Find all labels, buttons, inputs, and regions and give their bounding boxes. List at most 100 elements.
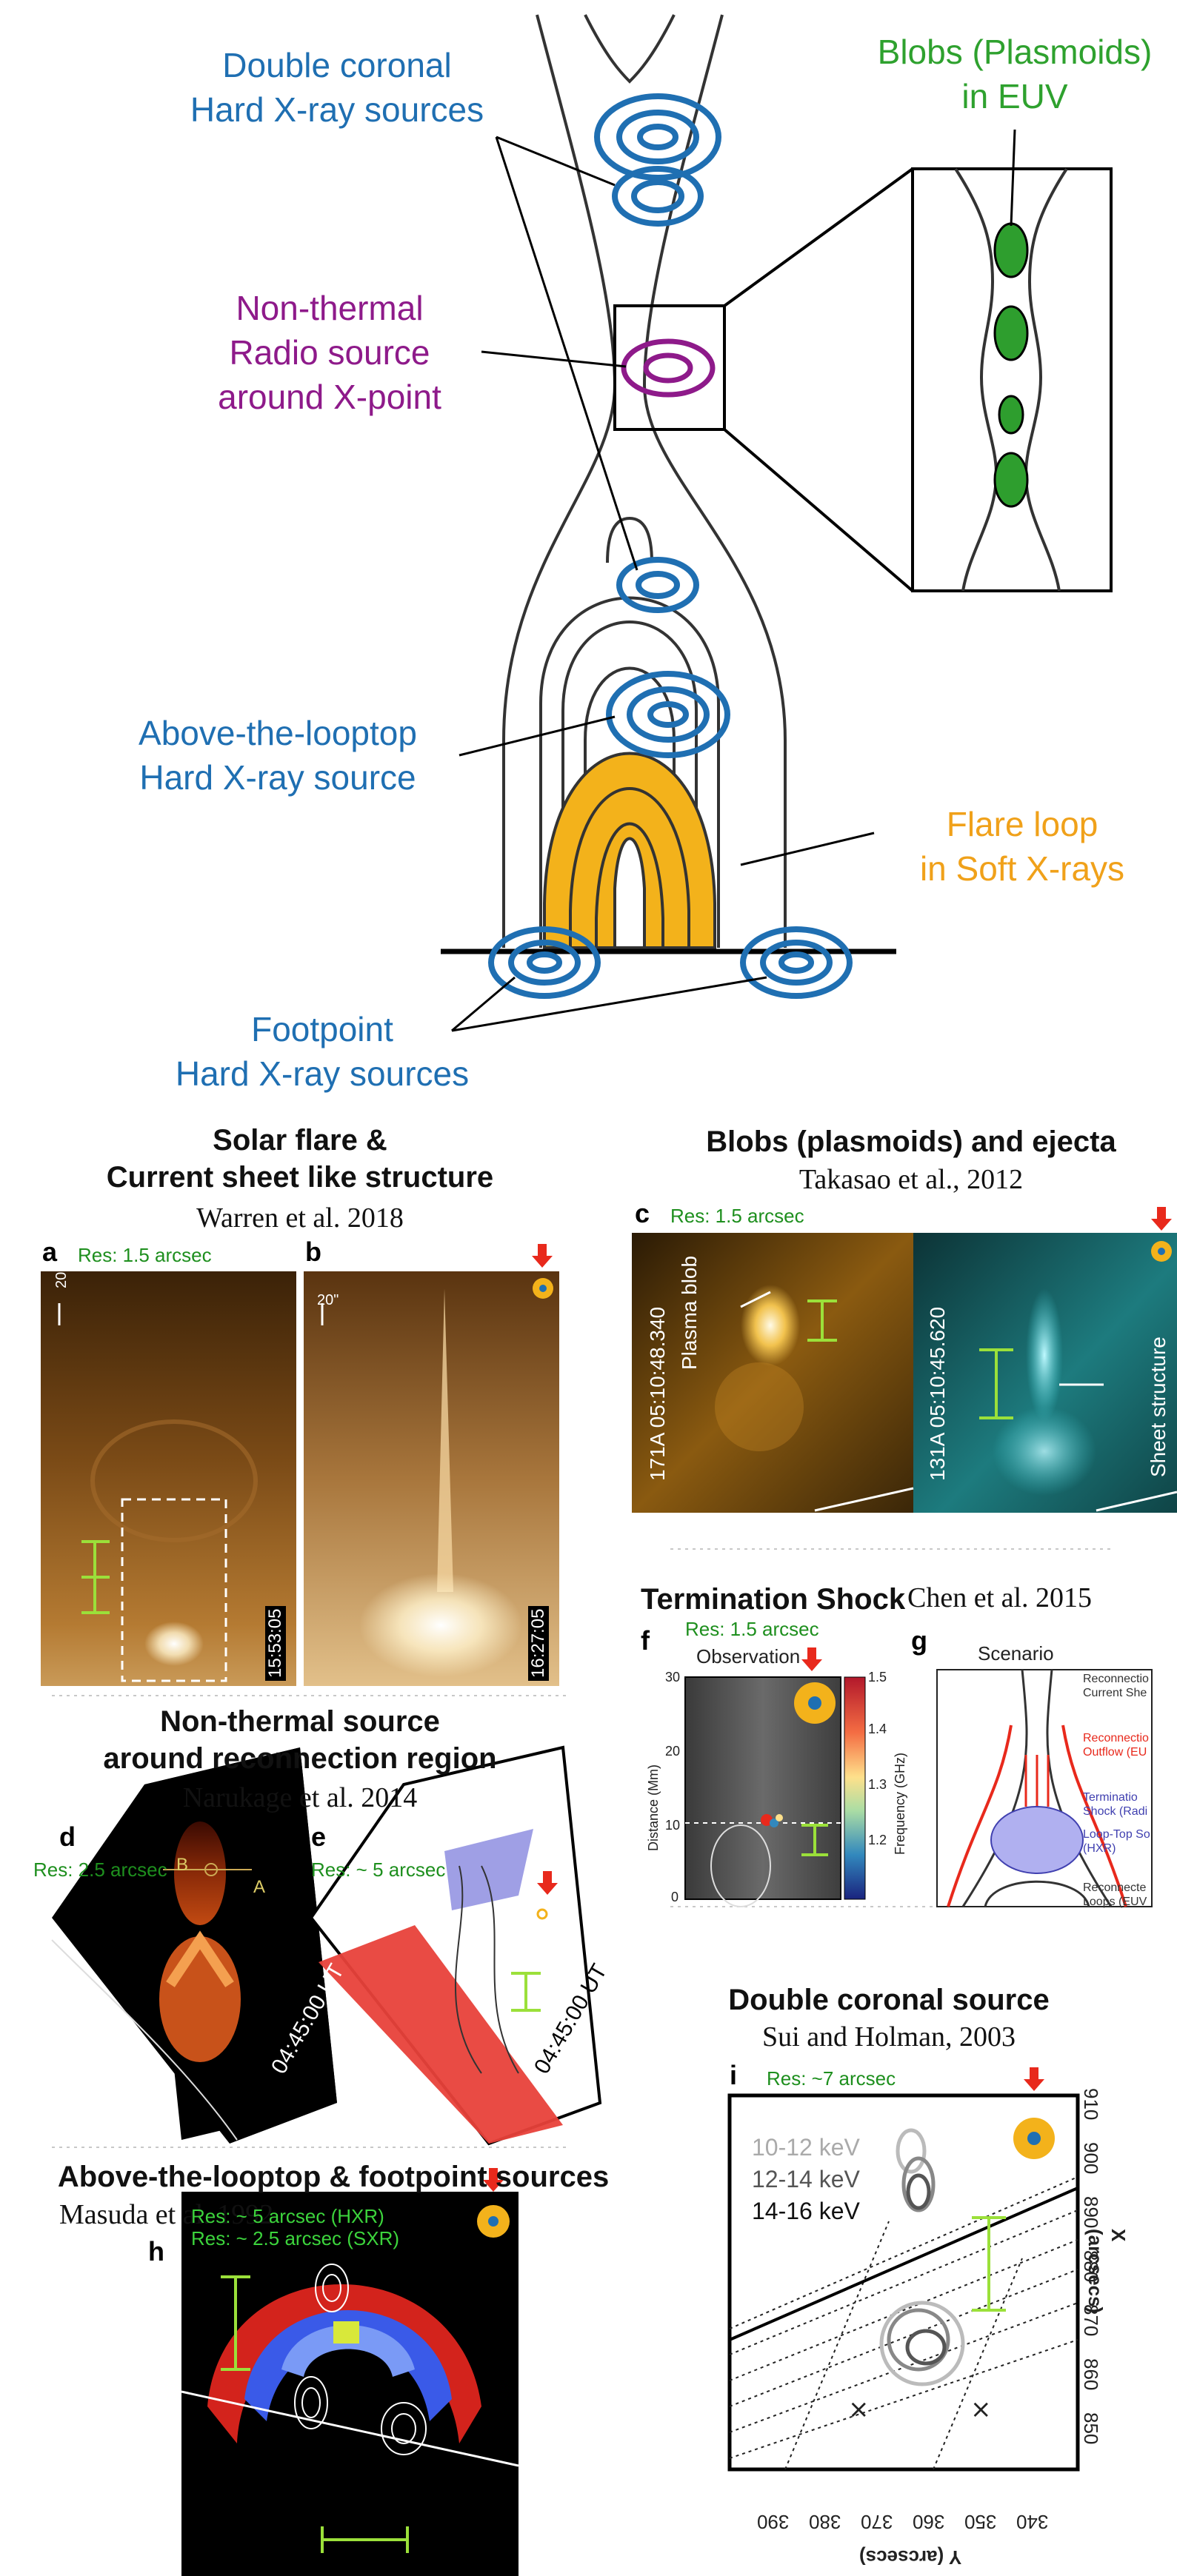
- warren-citation: Warren et al. 2018: [196, 1202, 404, 1234]
- narukage-resolution-e: Res: ~ 5 arcsec: [311, 1859, 446, 1881]
- takasao-title: Blobs (plasmoids) and ejecta: [706, 1125, 1116, 1158]
- radio-source: [621, 338, 716, 398]
- chen-scen-title: Scenario: [978, 1642, 1054, 1665]
- masuda-resolution-hxr: Res: ~ 5 arcsec (HXR): [191, 2205, 384, 2227]
- sui-xtick-2: 890: [1080, 2196, 1102, 2229]
- chen-ylabel: Distance (Mm): [646, 1764, 661, 1851]
- panel-label-b: b: [305, 1237, 321, 1267]
- narukage-mark-b: B: [176, 1855, 189, 1875]
- blob-1: [993, 222, 1029, 278]
- bar-chen: [801, 1824, 828, 1856]
- sun-icon: [794, 1682, 836, 1724]
- chen-ytick-3: 0: [671, 1890, 679, 1904]
- sun-icon: [533, 1278, 553, 1299]
- chen-ytick-2: 10: [665, 1818, 681, 1833]
- sun-icon: [1013, 2118, 1055, 2159]
- warren-panel-b: [304, 1271, 559, 1686]
- red-arrow-icon: [1024, 2067, 1044, 2091]
- chen-obs-title: Observation: [696, 1645, 801, 1667]
- sui-xtick-0: 910: [1080, 2088, 1102, 2121]
- warren-scale-a: 20": [53, 1266, 70, 1288]
- panel-label-d: d: [59, 1821, 76, 1852]
- resolution-bars: [81, 1299, 1013, 2553]
- sui-xtick-5: 860: [1080, 2358, 1102, 2391]
- svg-text:×: ×: [970, 2395, 992, 2424]
- sui-panel: × ×: [727, 2093, 1080, 2472]
- bar-narukage: [511, 1972, 541, 2012]
- sui-ytick-5: 340: [1016, 2511, 1049, 2533]
- blob-3: [998, 395, 1024, 435]
- leader-lines: [451, 129, 1016, 1032]
- takasao-right-note: Sheet structure: [1147, 1336, 1170, 1477]
- panel-label-i: i: [730, 2060, 738, 2090]
- chen-cbar-label: Frequency (GHz): [893, 1752, 907, 1855]
- red-arrow-icon: [1151, 1207, 1172, 1231]
- panel-label-c: c: [635, 1198, 650, 1228]
- svg-text:×: ×: [848, 2395, 870, 2424]
- takasao-panel: [632, 1233, 1177, 1513]
- double-coronal-middle-source: [616, 557, 699, 613]
- bar-masuda-vertical: [221, 2275, 250, 2371]
- red-arrow-icon: [532, 1244, 553, 1268]
- hxr-sources: [488, 93, 853, 999]
- chen-panel-g: [936, 1669, 1153, 1907]
- narukage-panel-d: [51, 1747, 337, 2144]
- panel-label-a: a: [42, 1237, 58, 1267]
- red-arrow-icon: [483, 2168, 504, 2192]
- takasao-resolution: Res: 1.5 arcsec: [670, 1205, 804, 1227]
- masuda-resolution-sxr: Res: ~ 2.5 arcsec (SXR): [191, 2227, 400, 2249]
- sun-icon: [1151, 1241, 1172, 1262]
- chen-citation: Chen et al. 2015: [907, 1582, 1093, 1613]
- chen-cbar-tick-1: 1.4: [868, 1722, 887, 1736]
- warren-title: Solar flare &Current sheet like structur…: [106, 1124, 494, 1194]
- separators: [52, 1548, 1111, 2148]
- footpoint-right-source: [740, 926, 853, 999]
- panel-label-e: e: [311, 1821, 327, 1852]
- sui-ytick-1: 380: [809, 2511, 841, 2533]
- warren-time-b: 16:27:05: [528, 1605, 549, 1681]
- bar-takasao-left: [807, 1299, 837, 1342]
- chen-cbar-tick-0: 1.5: [868, 1670, 887, 1685]
- warren-resolution: Res: 1.5 arcsec: [78, 1244, 212, 1266]
- sui-ytick-0: 390: [757, 2511, 790, 2533]
- takasao-left-note: Plasma blob: [678, 1255, 701, 1370]
- sui-energy-1: 12-14 keV: [752, 2166, 860, 2192]
- panel-label-f: f: [641, 1625, 650, 1656]
- sui-ytick-4: 350: [964, 2511, 997, 2533]
- panel-label-h: h: [148, 2236, 164, 2266]
- chen-resolution: Res: 1.5 arcsec: [685, 1618, 819, 1640]
- bar-warren: [81, 1540, 110, 1614]
- label-blobs: Blobs (Plasmoids)in EUV: [877, 33, 1153, 116]
- double-coronal-upper-source: [594, 93, 721, 181]
- flare-loop: [543, 752, 716, 949]
- blob-2: [993, 305, 1029, 361]
- masuda-panel: [181, 2192, 519, 2576]
- takasao-citation: Takasao et al., 2012: [798, 1164, 1024, 1195]
- red-arrow-icon: [801, 1647, 822, 1671]
- above-looptop-source: [606, 671, 730, 758]
- sui-energy-2: 14-16 keV: [752, 2198, 860, 2224]
- warren-panel-a: [41, 1271, 296, 1686]
- sui-xtick-6: 850: [1080, 2412, 1102, 2445]
- sui-citation: Sui and Holman, 2003: [762, 2021, 1016, 2053]
- narukage-citation: Narukage et al. 2014: [182, 1782, 418, 1813]
- blob-4: [993, 452, 1029, 508]
- panel-label-g: g: [911, 1625, 927, 1656]
- bar-takasao-right: [979, 1348, 1013, 1419]
- sui-xlabel: X (arcsecs): [1084, 2229, 1130, 2314]
- chen-scen-label-3: Loop-Top So(HXR): [1083, 1828, 1150, 1855]
- chen-panel-f: [684, 1676, 866, 1907]
- double-coronal-lower-source: [612, 166, 704, 227]
- chen-ytick-1: 20: [665, 1744, 681, 1759]
- zoom-box: [613, 167, 1113, 592]
